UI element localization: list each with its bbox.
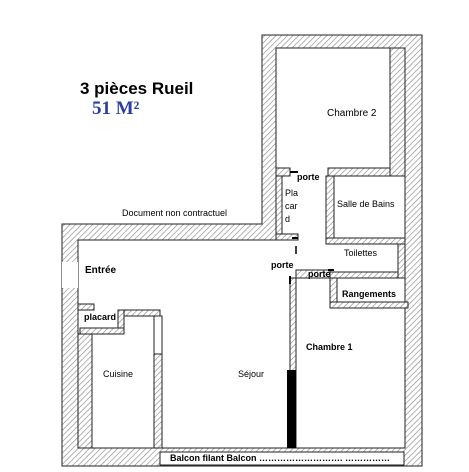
toilettes-bottom-wall <box>329 271 406 279</box>
door-label-top: porte <box>297 172 320 182</box>
balcony-label: Balcon filant Balcon ………………………. …………… <box>170 453 391 463</box>
room-placard: placard <box>84 312 117 322</box>
room-chambre-1: Chambre 1 <box>306 342 353 352</box>
door-label-mid: porte <box>271 260 294 270</box>
room-placard-top-1: Pla <box>285 188 299 198</box>
room-cuisine: Cuisine <box>103 369 134 379</box>
sdb-left-wall <box>325 175 335 243</box>
balcony-bar <box>159 451 405 466</box>
sejour-chambre1-divider <box>287 370 296 448</box>
entree-placard-wall <box>77 303 95 311</box>
chambre1-top-wall <box>295 269 331 279</box>
room-chambre-2: Chambre 2 <box>327 108 377 119</box>
entry-opening <box>62 262 78 288</box>
room-sejour: Séjour <box>238 369 265 379</box>
room-entree: Entrée <box>85 265 117 276</box>
room-placard-top-3: d <box>285 214 291 224</box>
plan-area: 51 M² <box>92 98 140 119</box>
rangements-bottom-wall <box>329 301 409 309</box>
room-placard-top-2: car <box>285 201 298 211</box>
chambre2-bottom-wall <box>327 167 393 177</box>
cuisine-left-wall <box>77 333 93 449</box>
room-rangements: Rangements <box>342 289 397 299</box>
sdb-bottom-wall <box>325 237 406 245</box>
toilettes-right-wall <box>397 243 406 279</box>
entree-placard-bottom <box>79 327 125 335</box>
cuisine-bar <box>153 315 163 355</box>
room-toilettes: Toilettes <box>344 248 378 258</box>
rangements-left-wall <box>329 277 338 305</box>
plan-title: 3 pièces Rueil <box>80 79 194 98</box>
chambre2-wall <box>275 167 291 177</box>
cuisine-top-wall <box>123 309 161 317</box>
disclaimer-text: Document non contractuel <box>122 208 228 218</box>
door-label-right: porte <box>308 269 331 279</box>
room-salle-de-bains: Salle de Bains <box>337 199 395 209</box>
placard-top-left-wall <box>275 175 283 241</box>
chambre2-right-wall <box>389 47 406 177</box>
